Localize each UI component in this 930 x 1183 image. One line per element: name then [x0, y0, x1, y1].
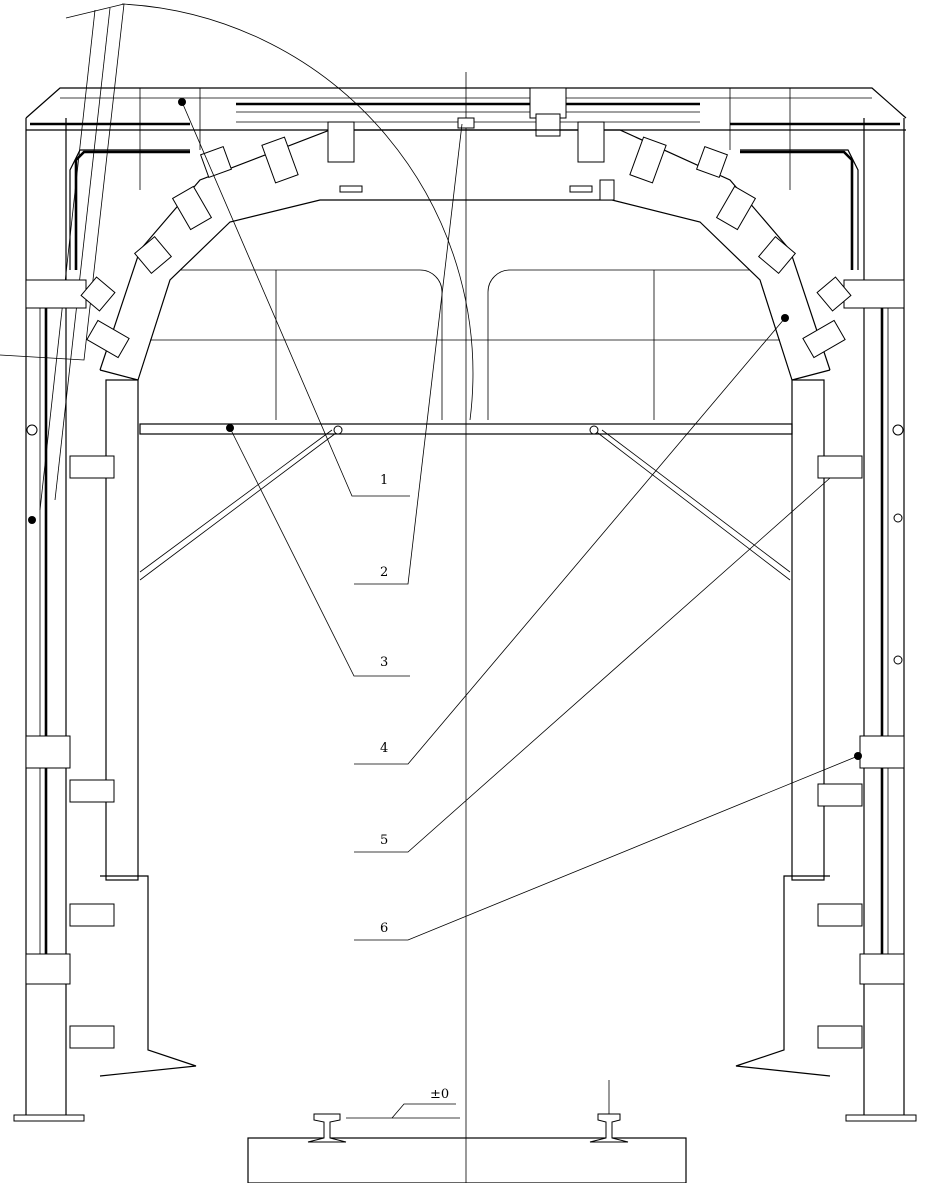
inner-posts	[99, 379, 831, 1077]
callout-label-1: 1	[380, 473, 388, 488]
roller-brackets	[80, 121, 852, 359]
door-swing-arc	[0, 3, 474, 511]
arch-frame	[99, 129, 831, 420]
rail-base: ±0	[247, 1080, 687, 1183]
left-column	[13, 118, 190, 1122]
cross-beam	[139, 423, 793, 581]
callout-label-6: 6	[380, 921, 388, 936]
leader-lines	[181, 101, 859, 941]
callout-labels: 1 2 3 4 5 6	[380, 473, 388, 936]
column-clamps	[26, 424, 904, 1049]
callout-label-2: 2	[380, 565, 388, 580]
callout-label-5: 5	[380, 833, 388, 848]
elevation-label: ±0	[430, 1087, 449, 1102]
right-column	[740, 118, 917, 1122]
callout-label-4: 4	[380, 741, 388, 756]
callout-label-3: 3	[380, 655, 388, 670]
